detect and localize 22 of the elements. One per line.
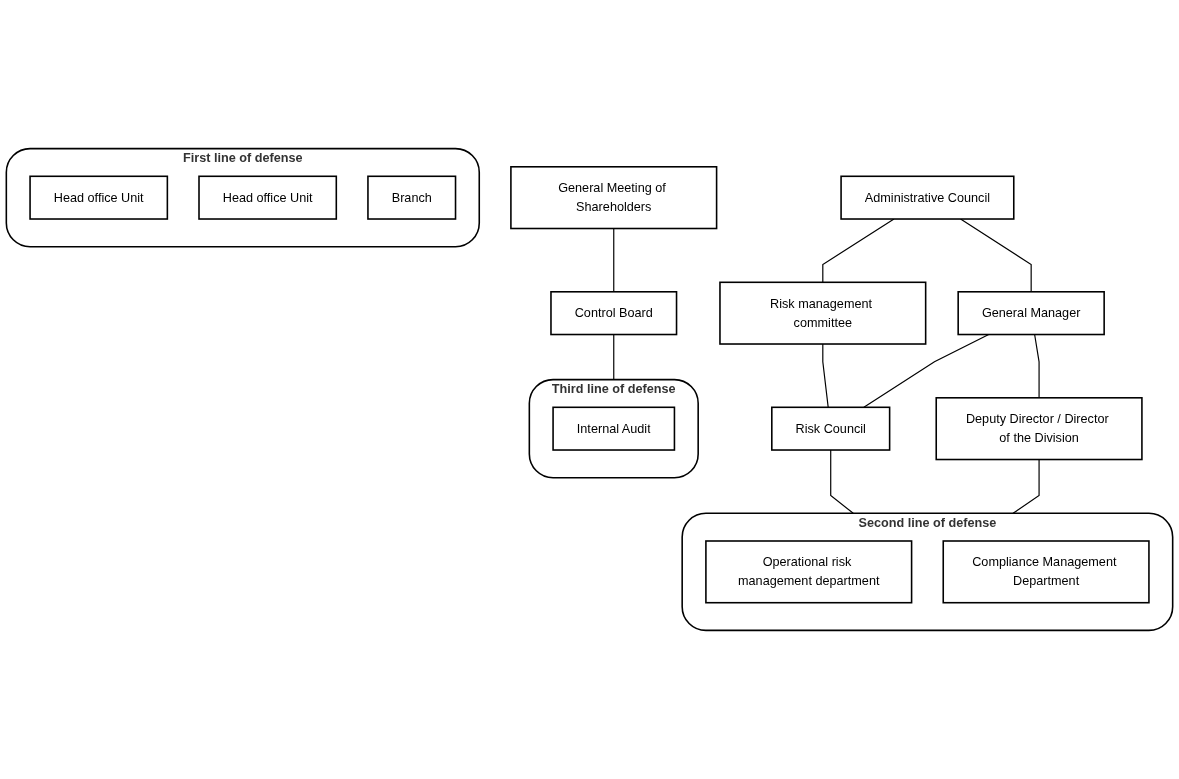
connector <box>822 343 829 408</box>
node-box: Risk Council <box>771 406 891 451</box>
node-box: Administrative Council <box>840 175 1015 220</box>
node-box: General Manager <box>957 291 1105 336</box>
connector <box>863 333 990 408</box>
node-box: Head office Unit <box>198 175 338 220</box>
node-box: Internal Audit <box>552 406 676 451</box>
node-box: Branch <box>367 175 457 220</box>
node-box: General Meeting of Shareholders <box>510 166 718 230</box>
node-box: Deputy Director / Director of the Division <box>935 397 1143 461</box>
connector <box>613 333 615 381</box>
connector <box>830 449 854 514</box>
node-box: Operational risk management department <box>705 540 913 604</box>
node-box: Risk management committee <box>719 281 927 345</box>
connector <box>613 227 615 293</box>
connector <box>822 218 895 283</box>
node-box: Compliance Management Department <box>942 540 1150 604</box>
connector <box>1012 458 1040 514</box>
connector <box>1034 333 1040 399</box>
node-box: Control Board <box>550 291 678 336</box>
connector <box>959 218 1032 293</box>
node-box: Head office Unit <box>29 175 169 220</box>
